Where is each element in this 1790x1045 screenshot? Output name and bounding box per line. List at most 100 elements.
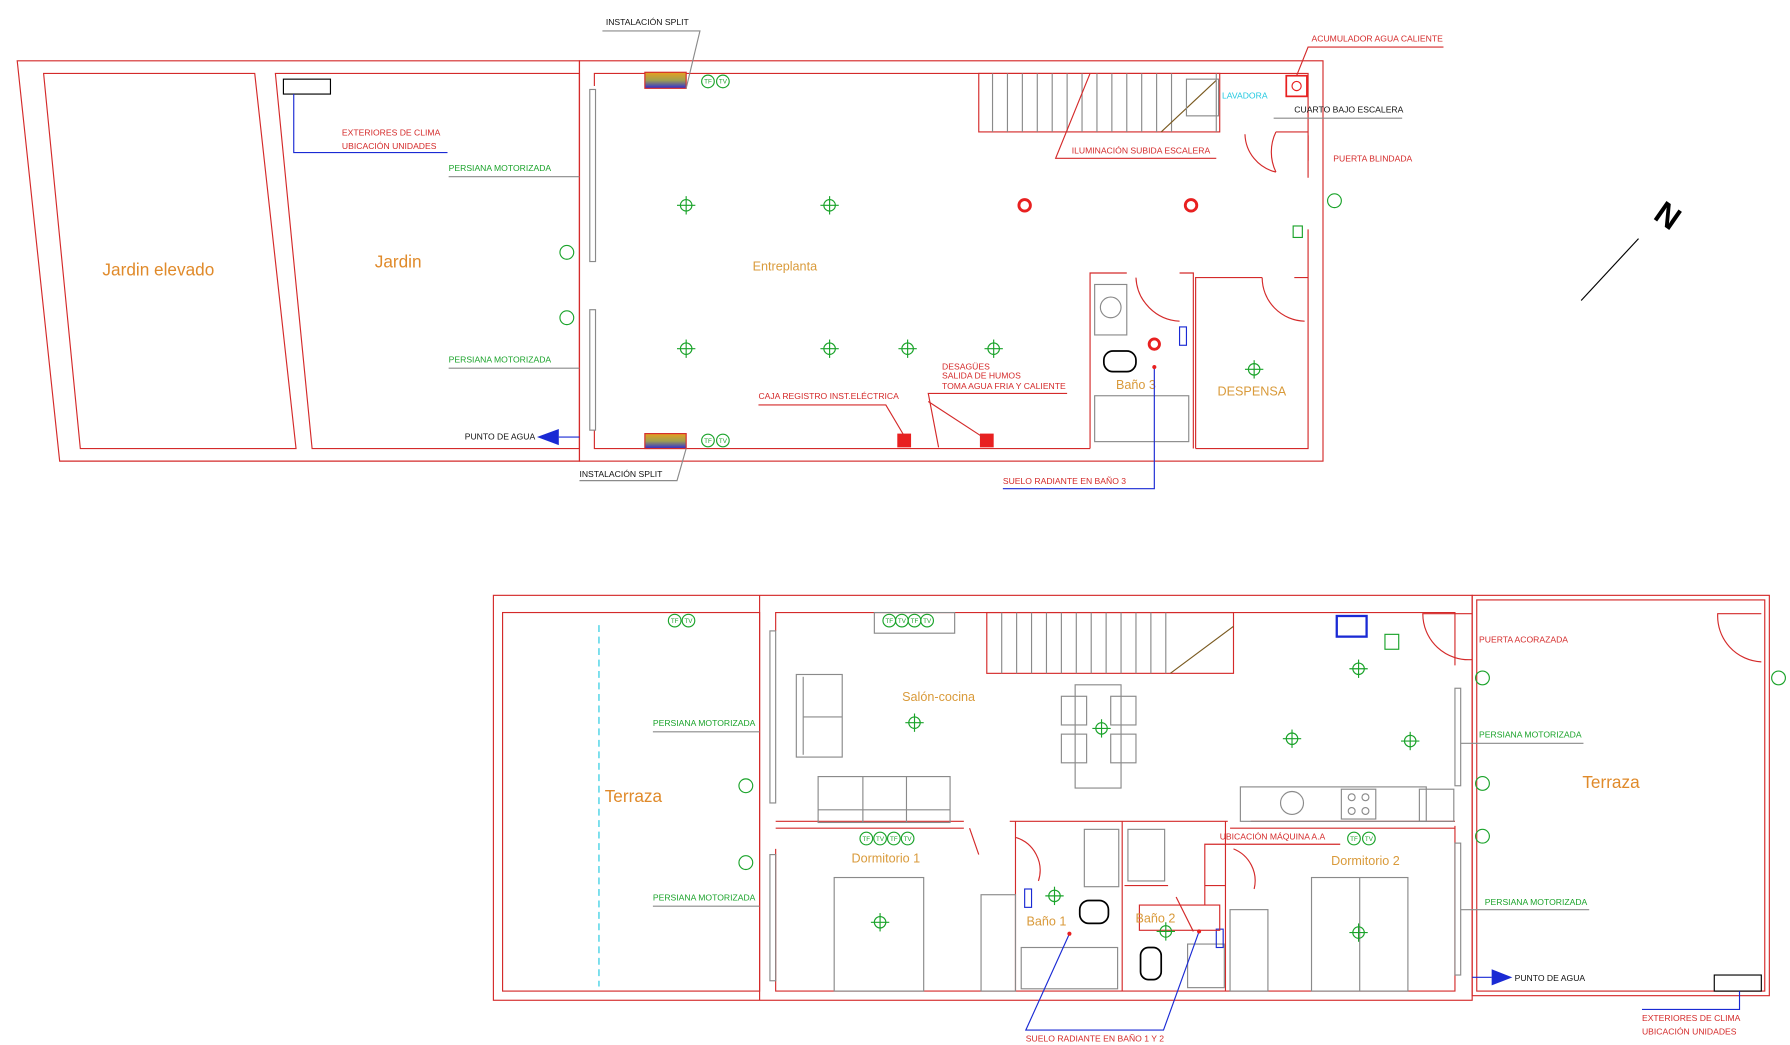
svg-text:TV: TV <box>904 836 913 843</box>
outdoor-ac-unit <box>1713 974 1762 992</box>
ceiling-light <box>870 912 890 933</box>
thermostat-icon <box>559 310 575 326</box>
tf-socket: TF <box>886 831 901 846</box>
washing-machine <box>1185 78 1220 117</box>
sofa <box>795 673 843 758</box>
svg-text:TF: TF <box>671 618 679 625</box>
split-unit-top <box>644 71 687 89</box>
window-left-1 <box>589 88 597 263</box>
drain-box <box>979 433 994 448</box>
bano3-walls <box>1089 272 1309 449</box>
downlight <box>1017 198 1032 213</box>
entrance-door <box>1244 131 1309 178</box>
jardin-elevado-area <box>42 72 297 450</box>
tf-socket: TF <box>907 613 922 628</box>
annotation-iluminacion: ILUMINACIÓN SUBIDA ESCALERA <box>1072 146 1211 156</box>
svg-text:TF: TF <box>890 836 898 843</box>
ceiling-light <box>983 338 1004 359</box>
annotation-salida-humos: SALIDA DE HUMOS <box>942 371 1021 381</box>
room-label-bano-2: Baño 2 <box>1135 911 1175 925</box>
doorbell-icon <box>1475 670 1490 686</box>
toilet <box>1139 946 1163 981</box>
ceiling-light <box>819 338 840 359</box>
svg-text:TV: TV <box>719 438 728 445</box>
annotation-lavadora: LAVADORA <box>1222 91 1268 101</box>
water-point-arrow <box>537 429 559 446</box>
annotation-persiana: PERSIANA MOTORIZADA <box>653 892 756 902</box>
annotation-puerta-acorazada: PUERTA ACORAZADA <box>1479 634 1568 644</box>
annotation-desagues: DESAGÜES <box>942 361 990 371</box>
entreplanta-inner-wall <box>593 72 1309 450</box>
room-label-terraza: Terraza <box>1582 772 1640 792</box>
ceiling-light <box>1282 728 1302 749</box>
svg-text:TV: TV <box>684 618 693 625</box>
room-label-despensa: DESPENSA <box>1218 385 1287 399</box>
annotation-persiana: PERSIANA MOTORIZADA <box>1479 730 1582 740</box>
ceiling-light <box>1348 922 1369 943</box>
thermostat-icon <box>1475 776 1490 791</box>
annotation-exteriores: EXTERIORES DE CLIMA <box>1642 1013 1741 1023</box>
svg-text:TV: TV <box>898 618 907 625</box>
underfloor-heating-manifold <box>1024 888 1033 908</box>
downlight <box>1183 198 1199 213</box>
annotation-exteriores: EXTERIORES DE CLIMA <box>342 127 441 137</box>
annotation-puerta-blindada: PUERTA BLINDADA <box>1333 154 1412 164</box>
tf-socket: TF <box>701 433 715 448</box>
annotation-persiana: PERSIANA MOTORIZADA <box>1485 897 1588 907</box>
doorbell-icon <box>1327 193 1342 209</box>
annotation-punto-agua: PUNTO DE AGUA <box>465 431 536 441</box>
svg-text:TF: TF <box>885 618 893 625</box>
room-label-jardin-elevado: Jardin elevado <box>102 259 214 279</box>
terraza-right-area <box>1471 594 1770 997</box>
room-label-jardin: Jardin <box>375 251 422 271</box>
underfloor-heating-manifold <box>1178 326 1188 346</box>
annotation-cuarto: CUARTO BAJO ESCALERA <box>1294 104 1403 114</box>
internal-walls <box>775 820 1455 992</box>
upper-plan: TF TV TF TV Jardin elevado Jardin Entrep… <box>16 17 1444 490</box>
north-label: N <box>1648 194 1688 237</box>
svg-text:TF: TF <box>862 836 870 843</box>
sofa <box>817 776 951 824</box>
annotation-persiana: PERSIANA MOTORIZADA <box>653 718 756 728</box>
wardrobe <box>980 894 1017 992</box>
tf-socket: TF <box>859 831 874 846</box>
downlight <box>1147 337 1161 351</box>
entreplanta-outer-wall <box>578 60 1324 462</box>
ceiling-light <box>676 195 696 216</box>
shower <box>1127 828 1166 882</box>
tv-socket: TV <box>716 433 730 448</box>
electrical-panel <box>1335 614 1368 638</box>
panel-icon <box>1292 225 1303 239</box>
svg-text:TF: TF <box>1350 836 1358 843</box>
thermostat-icon <box>559 244 575 260</box>
svg-text:TF: TF <box>911 618 919 625</box>
thermostat-icon <box>1475 828 1490 844</box>
annotation-caja-registro: CAJA REGISTRO INST.ELÉCTRICA <box>758 391 899 401</box>
washbasin <box>1083 828 1120 888</box>
ceiling-light <box>819 195 840 216</box>
tf-socket: TF <box>667 613 682 628</box>
annotation-ubicacion: UBICACIÓN UNIDADES <box>342 141 437 151</box>
annotation-split-bottom: INSTALACIÓN SPLIT <box>579 469 663 479</box>
ceiling-light <box>1244 359 1264 380</box>
panel-icon <box>1384 633 1400 650</box>
room-label-dormitorio-1: Dormitorio 1 <box>851 852 920 866</box>
ceiling-light <box>1400 731 1420 751</box>
bathtub <box>1094 395 1190 443</box>
annotation-persiana: PERSIANA MOTORIZADA <box>449 354 552 364</box>
room-label-salon-cocina: Salón-cocina <box>902 690 976 704</box>
svg-text:TV: TV <box>1365 836 1374 843</box>
split-unit-bottom <box>644 433 687 450</box>
washbasin <box>1187 943 1225 989</box>
tv-socket: TV <box>1362 831 1376 846</box>
bano3-door <box>1135 277 1305 322</box>
annotation-ubicacion: UBICACIÓN UNIDADES <box>1642 1027 1737 1037</box>
tf-socket: TF <box>701 74 715 89</box>
ceiling-light <box>1091 718 1112 739</box>
water-point-arrow <box>1491 969 1513 986</box>
tf-socket: TF <box>1347 831 1361 846</box>
tf-socket: TF <box>882 613 897 628</box>
tv-socket: TV <box>920 613 935 628</box>
svg-text:TV: TV <box>719 79 728 86</box>
